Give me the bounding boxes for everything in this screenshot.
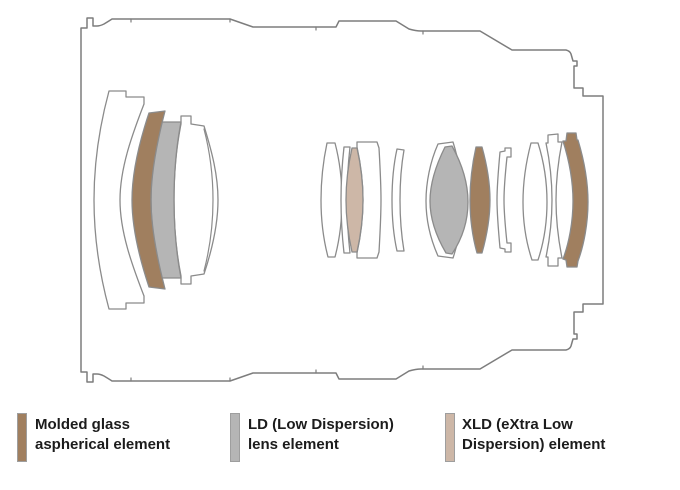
lens-element-1: [93, 90, 145, 310]
legend-swatch-aspherical: [17, 413, 27, 462]
legend-label-line: Dispersion) element: [462, 435, 606, 453]
legend-label-line: aspherical element: [35, 435, 171, 453]
lens-element-7-xld: [345, 147, 364, 253]
legend-label-ld: LD (Low Dispersion) lens element: [248, 415, 394, 454]
lens-element-12-aspherical: [469, 146, 491, 254]
legend-label-line: LD (Low Dispersion): [248, 416, 394, 433]
lens-element-11-ld: [429, 145, 469, 255]
barrel-seam-ticks: [130, 18, 424, 382]
cement-boundary-line: [203, 128, 214, 272]
legend-label-aspherical: Molded glass aspherical element: [35, 415, 170, 454]
legend-label-line: lens element: [248, 435, 339, 453]
lens-element-13: [496, 147, 512, 253]
legend-label-line: XLD (eXtra Low: [462, 416, 573, 433]
lens-cross-section: [80, 17, 604, 383]
lens-element-14: [522, 142, 548, 261]
legend-swatch-xld: [445, 413, 455, 462]
lens-element-2-aspherical: [131, 110, 166, 290]
legend-label-xld: XLD (eXtra Low Dispersion) element: [462, 415, 605, 454]
legend: Molded glass aspherical element LD (Low …: [0, 413, 680, 490]
lens-element-5: [320, 142, 343, 258]
legend-swatch-ld: [230, 413, 240, 462]
lens-element-15: [545, 133, 563, 267]
legend-label-line: Molded glass: [35, 416, 131, 433]
lens-element-16-aspherical: [562, 132, 589, 268]
lens-element-9: [391, 148, 405, 252]
